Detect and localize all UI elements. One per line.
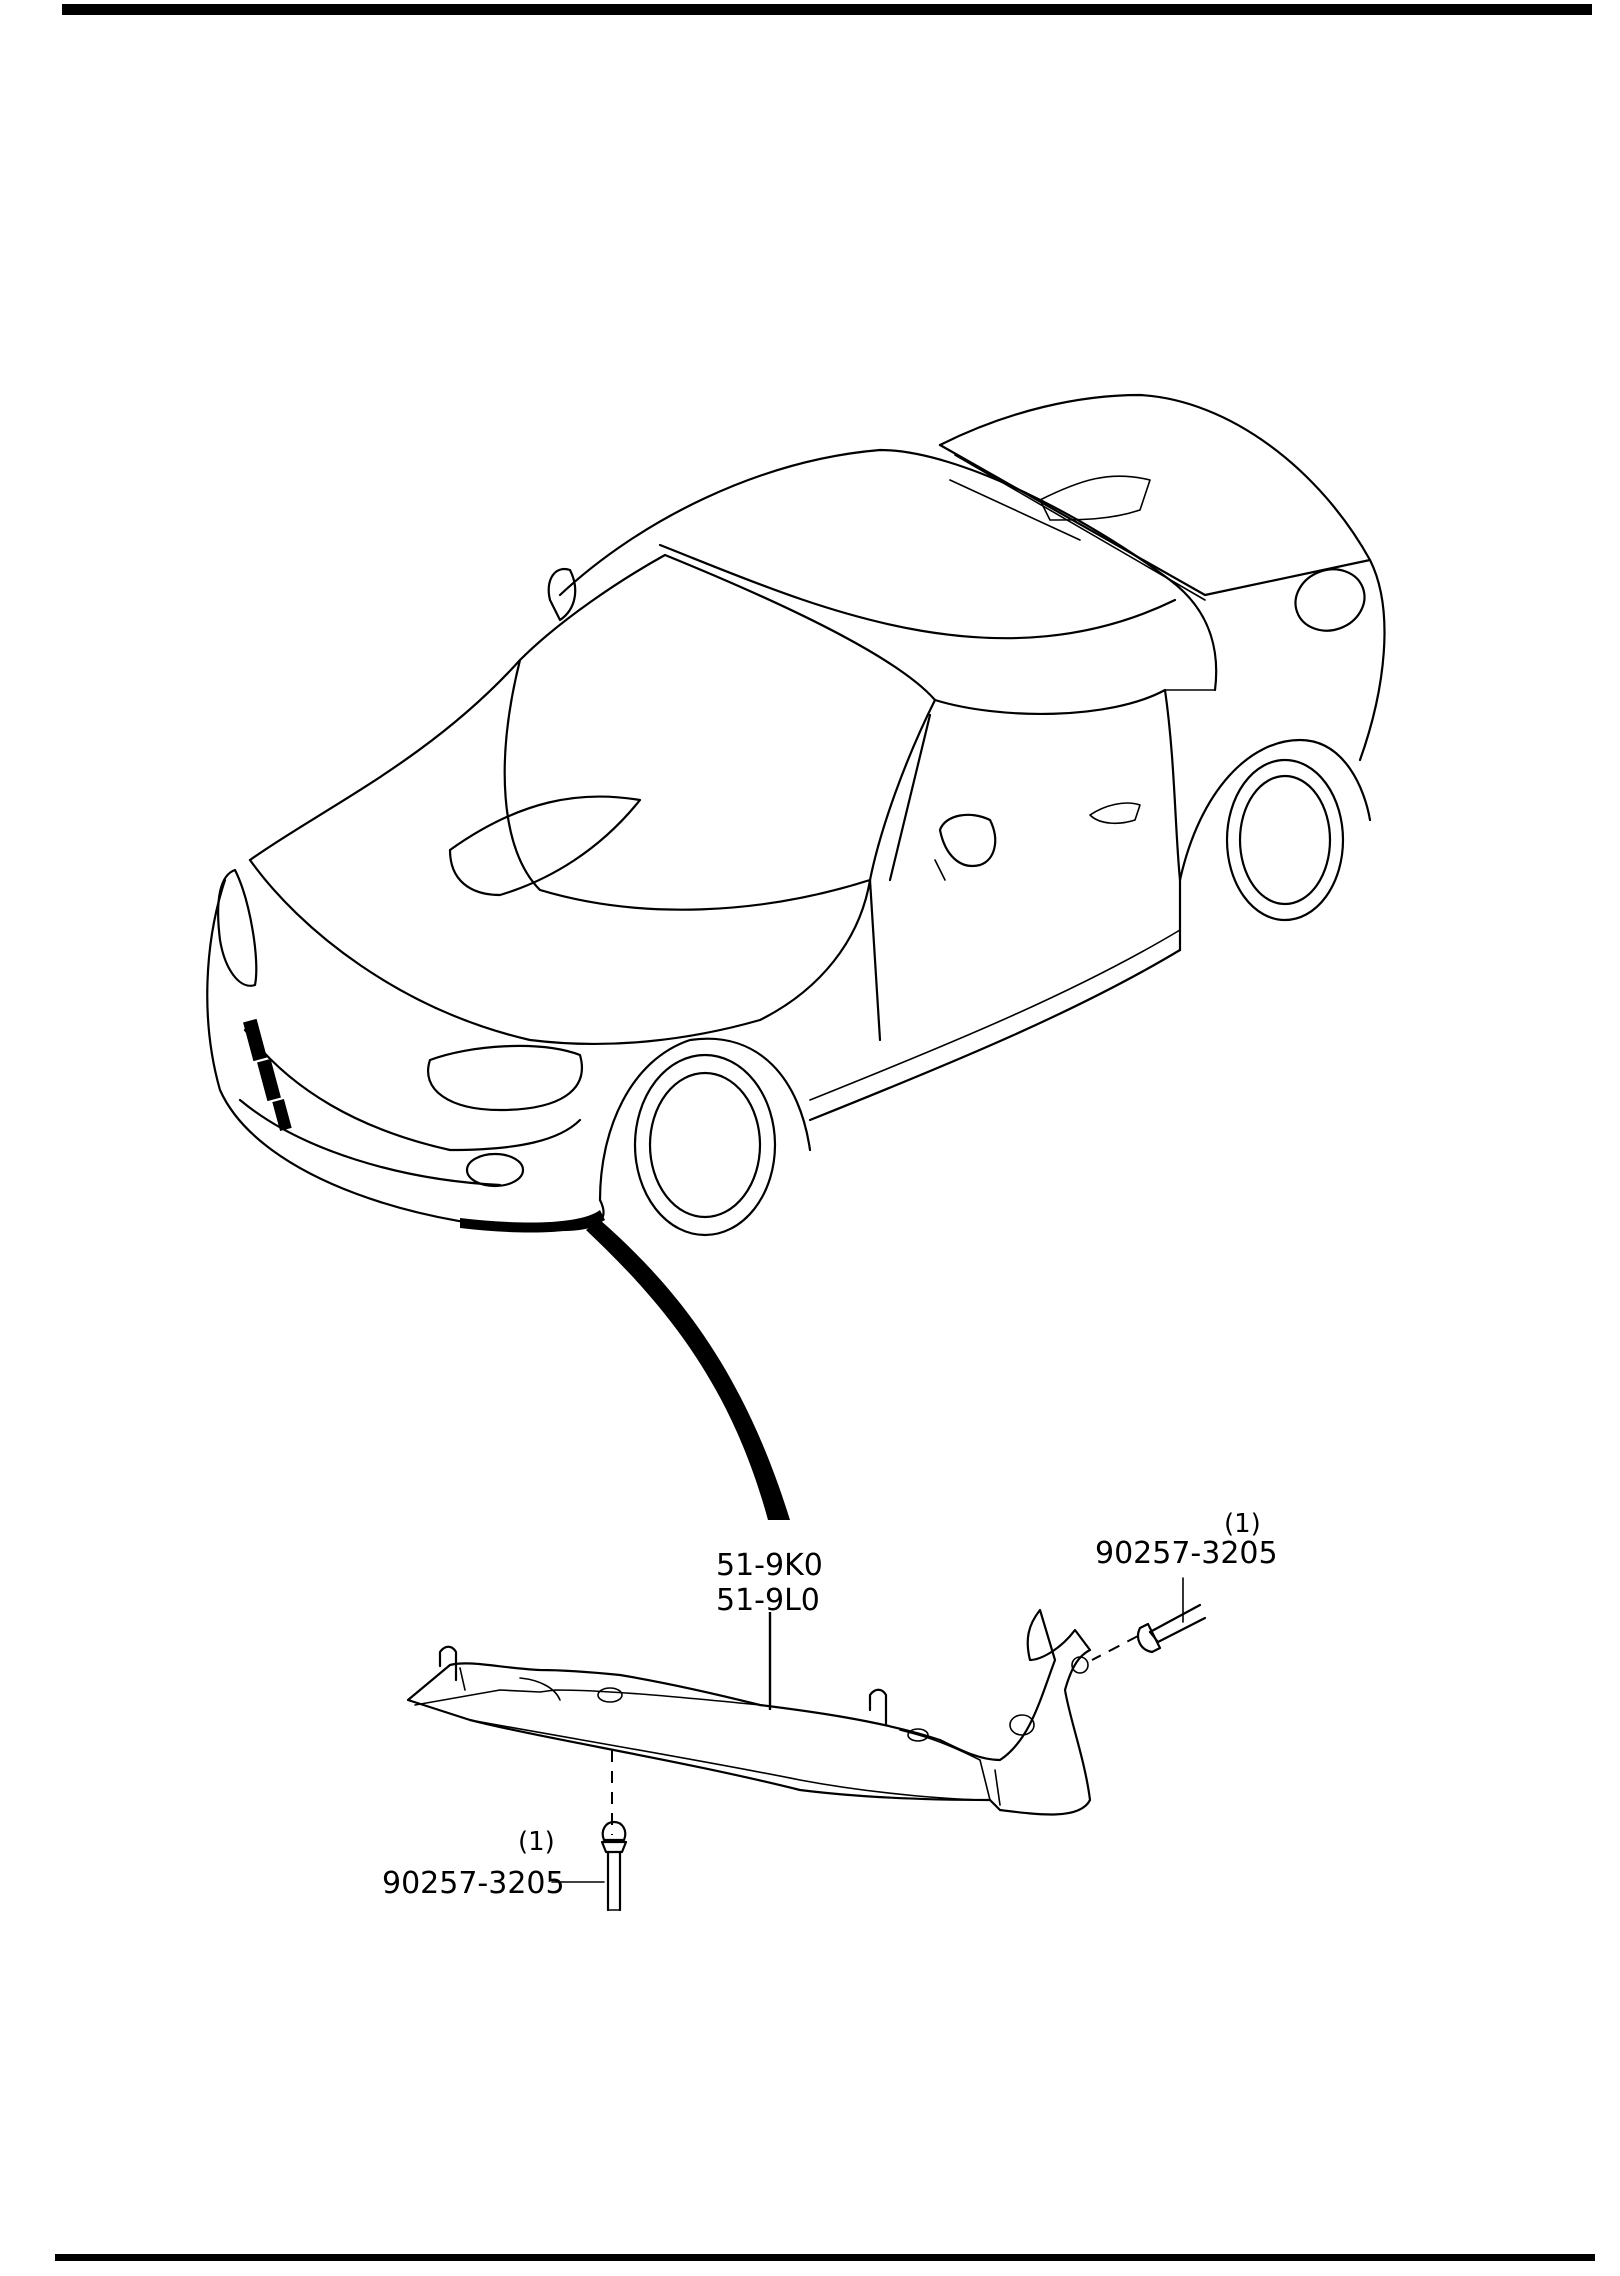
part-number-label: 51-9L0: [716, 1583, 820, 1618]
bottom-border-rule: [55, 2254, 1595, 2261]
fastener-dashed-line-right: [1091, 1635, 1139, 1661]
fastener-part-number-label: 90257-3205: [382, 1866, 565, 1901]
lip-spoiler-highlight: [460, 1210, 605, 1233]
grille-mark-2: [257, 1058, 281, 1102]
fastener-part-number-label: 90257-3205: [1095, 1536, 1278, 1571]
part-number-label: 51-9K0: [716, 1548, 823, 1583]
lip-spoiler-part: [406, 1608, 1092, 1816]
fastener-clip-bottom: [551, 1820, 628, 1912]
grille-mark-1: [243, 1018, 267, 1062]
top-border-rule: [62, 4, 1592, 15]
car-illustration: [206, 393, 1386, 1237]
fastener-clip-right: [1136, 1577, 1207, 1654]
grille-mark-3: [272, 1098, 292, 1132]
indicator-arrow: [586, 1220, 790, 1520]
fastener-quantity-label: (1): [1224, 1509, 1261, 1539]
fastener-quantity-label: (1): [518, 1827, 555, 1857]
